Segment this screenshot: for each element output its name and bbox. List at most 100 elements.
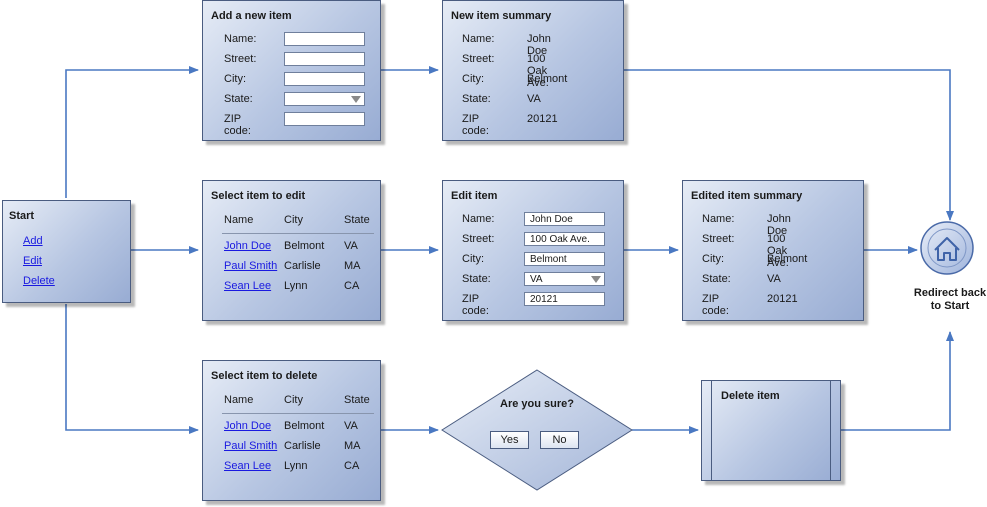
- process-bar-left: [711, 381, 712, 480]
- delete-item-box: Delete item: [701, 380, 841, 481]
- summary-value: 100 Oak Ave.: [767, 233, 789, 269]
- table-cell: Carlisle: [284, 440, 321, 452]
- edit-item-box: Edit item Name: John Doe Street: 100 Oak…: [442, 180, 624, 321]
- summary-label: State:: [462, 93, 491, 105]
- add-name-input[interactable]: [284, 32, 365, 46]
- add-state-label: State:: [224, 93, 253, 105]
- table-row: Paul Smith Carlisle MA: [203, 259, 382, 275]
- summary-value: VA: [767, 273, 781, 285]
- select-edit-title: Select item to edit: [211, 190, 306, 202]
- item-link[interactable]: Sean Lee: [224, 280, 272, 292]
- start-box: Start Add Edit Delete: [2, 200, 131, 303]
- edit-label: Street:: [462, 233, 495, 245]
- summary-label: Street:: [702, 233, 735, 245]
- summary-label: Name:: [462, 33, 495, 45]
- item-link[interactable]: Paul Smith: [224, 260, 278, 272]
- col-header-state: State: [344, 394, 370, 406]
- col-header-name: Name: [224, 394, 254, 406]
- add-zip-input[interactable]: [284, 112, 365, 126]
- connector-start-to-delete: [65, 304, 199, 434]
- add-name-label: Name:: [224, 33, 257, 45]
- delete-item-title: Delete item: [721, 390, 780, 402]
- summary-label: City:: [462, 73, 484, 85]
- edit-name-input[interactable]: John Doe: [524, 212, 605, 226]
- connector-start-to-add: [65, 66, 199, 198]
- item-link[interactable]: Sean Lee: [224, 460, 272, 472]
- summary-value: 20121: [527, 113, 558, 125]
- col-header-city: City: [284, 214, 303, 226]
- table-cell: Lynn: [284, 460, 308, 472]
- add-state-select[interactable]: [284, 92, 365, 106]
- redirect-label-line1: Redirect back: [913, 287, 987, 299]
- chevron-down-icon: [591, 276, 601, 283]
- select-edit-box: Select item to edit Name City State John…: [202, 180, 381, 321]
- edit-state-value: VA: [530, 274, 543, 285]
- table-row: John Doe Belmont VA: [203, 239, 382, 255]
- summary-value: John Doe: [767, 213, 791, 237]
- add-street-input[interactable]: [284, 52, 365, 66]
- col-header-name: Name: [224, 214, 254, 226]
- edit-state-select[interactable]: VA: [524, 272, 605, 286]
- summary-value: 20121: [767, 293, 798, 305]
- col-header-city: City: [284, 394, 303, 406]
- add-zip-label: ZIP code:: [224, 113, 251, 137]
- edit-zip-input[interactable]: 20121: [524, 292, 605, 306]
- process-bar-right: [830, 381, 831, 480]
- table-cell: VA: [344, 420, 358, 432]
- add-link[interactable]: Add: [23, 235, 43, 247]
- confirm-decision-shape: [441, 369, 633, 491]
- new-summary-box: New item summary Name: John Doe Street: 10…: [442, 0, 624, 141]
- table-row: Paul Smith Carlisle MA: [203, 439, 382, 455]
- select-delete-title: Select item to delete: [211, 370, 318, 382]
- table-cell: MA: [344, 440, 361, 452]
- summary-label: City:: [702, 253, 724, 265]
- summary-label: ZIP code:: [462, 113, 489, 137]
- table-cell: Belmont: [284, 420, 325, 432]
- table-cell: VA: [344, 240, 358, 252]
- divider: [222, 413, 374, 414]
- edit-link[interactable]: Edit: [23, 255, 42, 267]
- summary-label: State:: [702, 273, 731, 285]
- table-row: Sean Lee Lynn CA: [203, 279, 382, 295]
- table-cell: Belmont: [284, 240, 325, 252]
- table-row: Sean Lee Lynn CA: [203, 459, 382, 475]
- table-cell: MA: [344, 260, 361, 272]
- summary-label: ZIP code:: [702, 293, 729, 317]
- summary-value: John Doe: [527, 33, 551, 57]
- add-city-label: City:: [224, 73, 246, 85]
- yes-button[interactable]: Yes: [490, 431, 529, 449]
- summary-value: Belmont: [767, 253, 808, 265]
- edit-label: ZIP code:: [462, 293, 489, 317]
- redirect-label-line2: to Start: [930, 300, 970, 312]
- col-header-state: State: [344, 214, 370, 226]
- select-delete-box: Select item to delete Name City State Jo…: [202, 360, 381, 501]
- divider: [222, 233, 374, 234]
- table-cell: Carlisle: [284, 260, 321, 272]
- summary-value: 100 Oak Ave.: [527, 53, 549, 89]
- connector-delete-to-redirect: [841, 331, 954, 431]
- delete-link[interactable]: Delete: [23, 275, 55, 287]
- edited-summary-box: Edited item summary Name:John Doe Street…: [682, 180, 864, 321]
- edit-city-input[interactable]: Belmont: [524, 252, 605, 266]
- confirm-question: Are you sure?: [500, 398, 574, 410]
- edit-label: Name:: [462, 213, 495, 225]
- edit-item-title: Edit item: [451, 190, 498, 202]
- connector-summary-to-redirect: [624, 69, 954, 221]
- edit-label: City:: [462, 253, 484, 265]
- add-city-input[interactable]: [284, 72, 365, 86]
- add-item-title: Add a new item: [211, 10, 292, 22]
- summary-label: Street:: [462, 53, 495, 65]
- home-icon: [920, 221, 974, 275]
- edit-street-input[interactable]: 100 Oak Ave.: [524, 232, 605, 246]
- edited-summary-title: Edited item summary: [691, 190, 803, 202]
- add-item-box: Add a new item Name: Street: City: State…: [202, 0, 381, 141]
- chevron-down-icon: [351, 96, 361, 103]
- new-summary-title: New item summary: [451, 10, 552, 22]
- item-link[interactable]: John Doe: [224, 240, 272, 252]
- item-link[interactable]: John Doe: [224, 420, 272, 432]
- summary-value: VA: [527, 93, 541, 105]
- edit-label: State:: [462, 273, 491, 285]
- item-link[interactable]: Paul Smith: [224, 440, 278, 452]
- no-button[interactable]: No: [540, 431, 579, 449]
